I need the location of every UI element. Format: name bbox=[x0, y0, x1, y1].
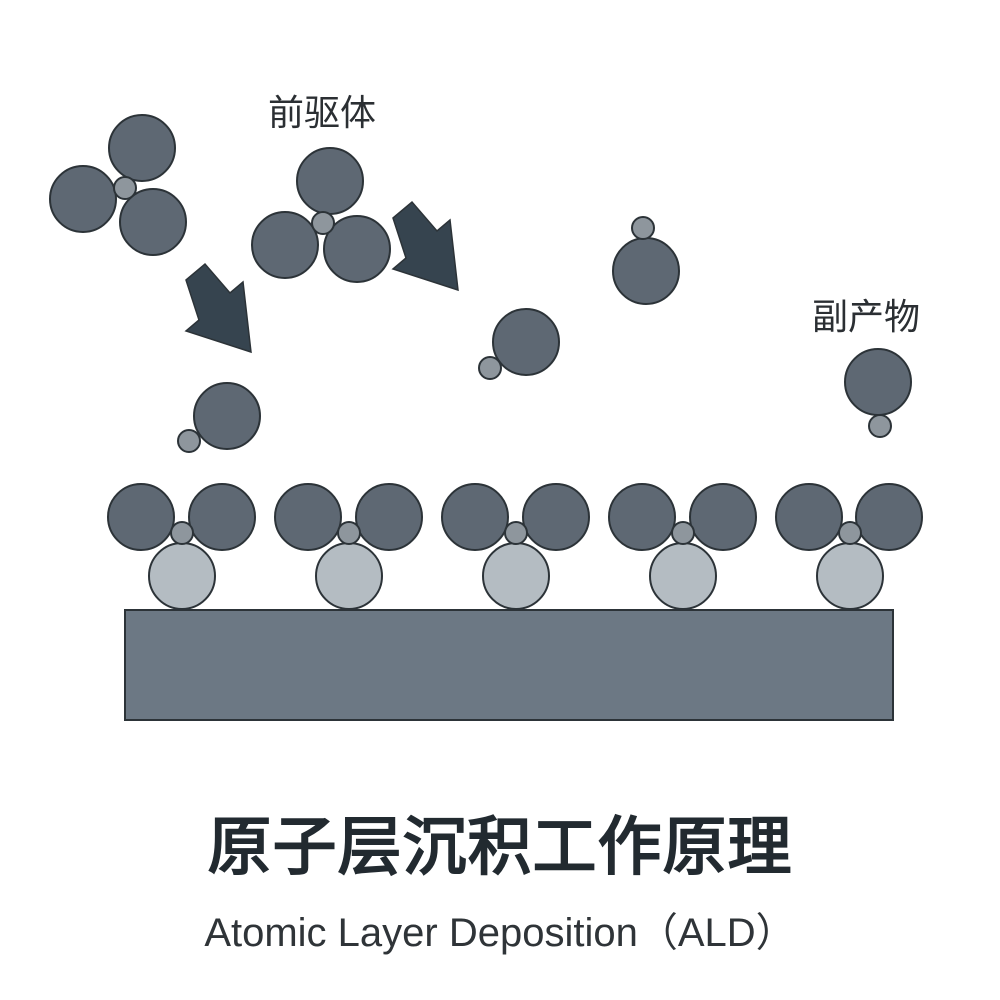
center-atom bbox=[671, 521, 695, 545]
ligand-atom bbox=[296, 147, 364, 215]
ligand-atom bbox=[119, 188, 187, 256]
ligand-atom bbox=[522, 483, 590, 551]
adsorbed-unit bbox=[274, 483, 423, 610]
ligand-atom bbox=[775, 483, 843, 551]
ligand-atom bbox=[49, 165, 117, 233]
adsorbed-unit bbox=[775, 483, 923, 610]
fragment-molecule bbox=[612, 216, 680, 305]
adsorbed-unit bbox=[608, 483, 757, 610]
fragment-molecule bbox=[478, 308, 560, 380]
adsorbed-unit bbox=[107, 483, 256, 610]
ligand-atom bbox=[441, 483, 509, 551]
subtitle: Atomic Layer Deposition（ALD） bbox=[204, 911, 796, 955]
precursor-molecule bbox=[251, 147, 391, 283]
center-atom bbox=[838, 521, 862, 545]
ligand-atom bbox=[188, 483, 256, 551]
precursor-molecule bbox=[49, 114, 187, 256]
surface-atom bbox=[816, 542, 884, 610]
ligand-atom bbox=[108, 114, 176, 182]
surface-atom bbox=[148, 542, 216, 610]
fragment-molecule bbox=[177, 382, 261, 453]
ligand-atom bbox=[608, 483, 676, 551]
surface-atom bbox=[482, 542, 550, 610]
ligand-atom bbox=[855, 483, 923, 551]
arrow-down-right bbox=[391, 200, 459, 292]
arrow-down-right bbox=[184, 262, 252, 354]
center-atom bbox=[170, 521, 194, 545]
main-title: 原子层沉积工作原理 bbox=[207, 811, 793, 885]
ligand-atom bbox=[107, 483, 175, 551]
substrate bbox=[124, 609, 894, 721]
adsorbed-unit bbox=[441, 483, 590, 610]
precursor-label: 前驱体 bbox=[268, 93, 377, 134]
center-atom bbox=[337, 521, 361, 545]
byproduct-molecule bbox=[844, 348, 912, 438]
surface-atom bbox=[649, 542, 717, 610]
center-atom bbox=[311, 211, 335, 235]
byproduct-label: 副产物 bbox=[812, 297, 921, 338]
ligand-atom bbox=[355, 483, 423, 551]
center-atom bbox=[113, 176, 137, 200]
ligand-atom bbox=[689, 483, 757, 551]
surface-atom bbox=[315, 542, 383, 610]
ligand-atom bbox=[323, 215, 391, 283]
center-atom bbox=[504, 521, 528, 545]
ligand-atom bbox=[251, 211, 319, 279]
ligand-atom bbox=[274, 483, 342, 551]
